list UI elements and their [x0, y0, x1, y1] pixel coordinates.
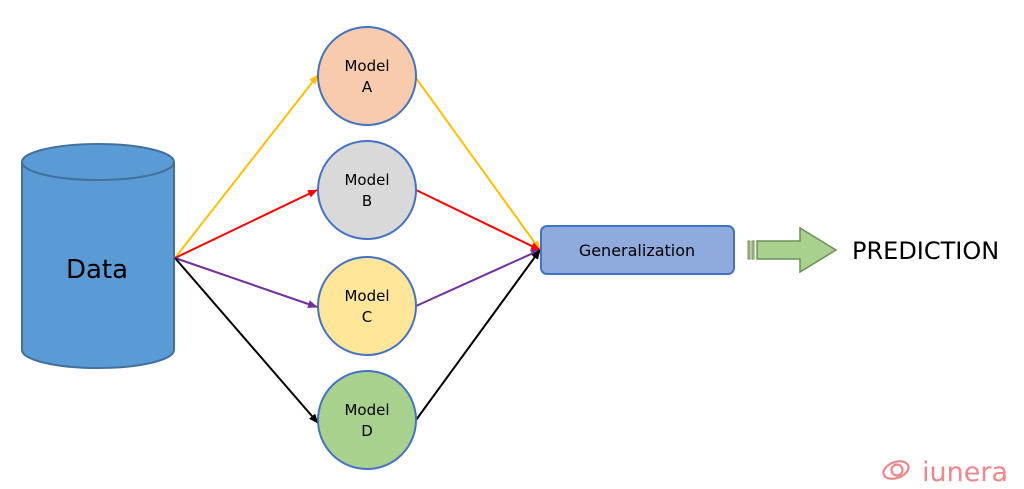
arrow-model-a-to-generalization: [415, 77, 541, 251]
generalization-box: Generalization: [540, 225, 735, 275]
model-b-label-line2: B: [362, 192, 372, 210]
arrow-model-b-to-generalization: [415, 189, 541, 251]
arrow-data-to-model-a: [174, 74, 319, 259]
model-c-label-line2: C: [362, 308, 372, 326]
generalization-label: Generalization: [579, 241, 695, 260]
model-a-label-line2: A: [362, 78, 373, 96]
data-label: Data: [66, 255, 128, 285]
model-b-label-line1: Model: [344, 171, 389, 189]
logo-text: iunera: [922, 457, 1008, 488]
model-a-node: Model A: [317, 26, 417, 126]
model-b-node: Model B: [317, 140, 417, 240]
arrow-model-d-to-generalization: [415, 249, 541, 421]
model-d-node: Model D: [317, 370, 417, 470]
arrow-data-to-model-c: [174, 257, 318, 308]
arrow-data-to-model-d: [174, 257, 319, 424]
prediction-arrow: [747, 226, 838, 274]
model-c-label-line1: Model: [344, 287, 389, 305]
iunera-logo: iunera: [882, 457, 1008, 488]
arrow-data-to-model-b: [174, 189, 318, 259]
data-cylinder: Data: [21, 143, 175, 369]
arrow-model-c-to-generalization: [415, 249, 541, 307]
prediction-label: PREDICTION: [852, 237, 999, 265]
model-d-label-line1: Model: [344, 401, 389, 419]
model-c-node: Model C: [317, 256, 417, 356]
model-a-label-line1: Model: [344, 57, 389, 75]
planet-icon: [882, 460, 910, 480]
model-d-label-line2: D: [361, 422, 373, 440]
